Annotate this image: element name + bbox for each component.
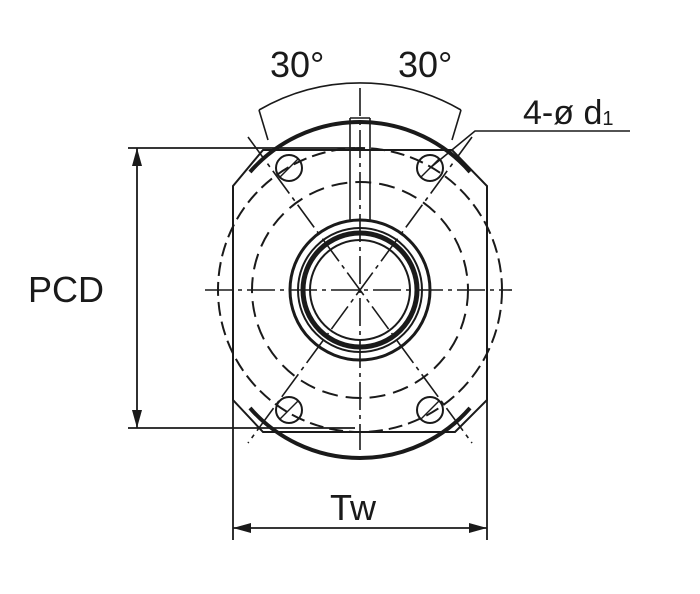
mount-hole-bottom-right <box>416 396 444 424</box>
pcd-dimension <box>128 147 355 429</box>
hole-callout-text: 4-ø d <box>523 94 603 132</box>
mount-hole-top-right <box>416 154 444 182</box>
pcd-label: PCD <box>28 269 105 310</box>
top-oil-hole <box>349 117 371 220</box>
width-label: Tw <box>330 487 377 528</box>
hole-callout-leader <box>429 130 630 169</box>
flange-outline <box>232 149 488 433</box>
angle-dimension-arc <box>258 82 462 111</box>
mount-hole-top-left <box>275 154 303 182</box>
mount-hole-bottom-left <box>275 396 303 424</box>
angle-label-right: 30° <box>398 44 453 85</box>
centerlines <box>205 88 512 450</box>
angle-label-left: 30° <box>270 44 325 85</box>
hole-callout-label: 4-ø d1 <box>523 96 613 130</box>
flange-rim-bottom-arc <box>248 406 472 460</box>
tw-dimension <box>232 400 488 540</box>
hole-callout-subscript: 1 <box>602 108 614 130</box>
